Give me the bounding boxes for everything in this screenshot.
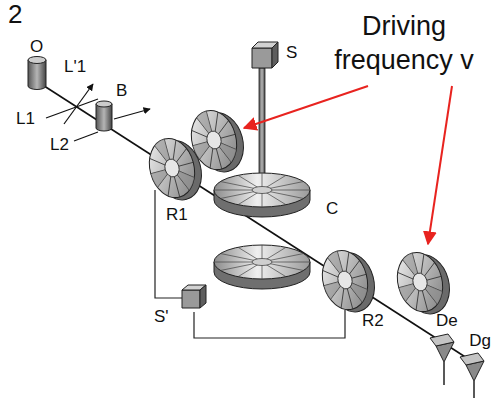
field-arrow xyxy=(114,109,150,119)
annotation-text: Driving frequency v xyxy=(318,10,490,78)
laser-beam xyxy=(64,84,93,124)
source-cube-side xyxy=(272,42,278,68)
microwave-wire xyxy=(194,310,345,338)
cavity-mirror xyxy=(214,173,310,217)
atomic-beam xyxy=(38,82,470,360)
detector-plate xyxy=(430,334,454,346)
laser-beam xyxy=(46,99,98,118)
annotation-arrow xyxy=(428,86,452,244)
field-coil-body xyxy=(96,104,112,131)
detector-label: Dg xyxy=(469,332,491,351)
part-label: B xyxy=(116,82,127,101)
part-label: S xyxy=(286,44,297,63)
laser-label: L1 xyxy=(16,110,35,129)
ring-cavity xyxy=(316,244,381,319)
part-label: R2 xyxy=(362,312,384,331)
source-stem xyxy=(259,68,265,186)
part-label: C xyxy=(326,200,338,219)
part-label: R1 xyxy=(166,206,188,225)
part-label: S' xyxy=(154,308,169,327)
detector-label: De xyxy=(436,312,458,331)
detector-stalk xyxy=(443,362,445,385)
slide-number: 2 xyxy=(8,0,22,29)
source-cube-front xyxy=(182,290,200,308)
source-cube-side xyxy=(200,285,206,308)
detector-plate xyxy=(460,353,484,365)
annotation-arrow xyxy=(244,86,368,128)
part-label: O xyxy=(30,38,43,57)
oven-top xyxy=(28,57,46,64)
source-cube-front xyxy=(252,48,272,68)
laser-label: L'1 xyxy=(64,58,86,77)
cavity-mirror xyxy=(214,245,310,289)
field-coil-top xyxy=(96,101,112,107)
detector-stalk xyxy=(473,381,475,398)
driving-ring xyxy=(185,104,250,179)
laser-label: L2 xyxy=(50,136,69,155)
driving-ring xyxy=(391,246,456,321)
oven-body xyxy=(28,60,46,90)
laser-beam xyxy=(74,132,98,141)
